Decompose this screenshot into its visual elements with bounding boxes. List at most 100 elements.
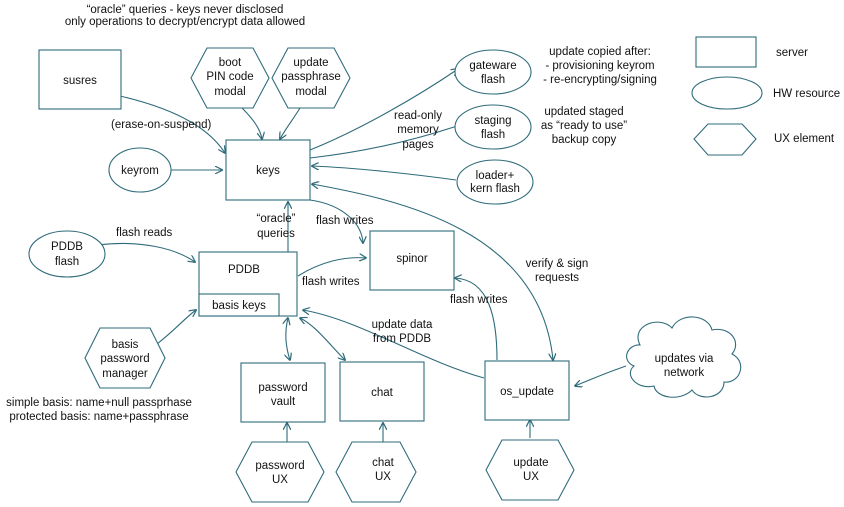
svg-text:keys: keys — [256, 165, 280, 177]
svg-text:manager: manager — [102, 368, 148, 380]
node-gateware-flash: gateware flash — [454, 49, 532, 95]
legend-hw-resource: HW resource — [691, 76, 840, 110]
edge-network-osupdate — [575, 365, 627, 386]
edge-osupdate-pddb — [303, 310, 485, 379]
svg-text:update: update — [513, 457, 548, 469]
svg-text:update: update — [293, 57, 328, 69]
top-note: “oracle” queries - keys never disclosed … — [65, 4, 305, 28]
svg-text:UX: UX — [523, 471, 539, 483]
node-chat: chat — [339, 361, 425, 422]
staging-note: updated staged as “ready to use” backup … — [541, 106, 627, 146]
edge-basismgr-pddb — [156, 310, 196, 345]
node-os-update: os_update — [484, 360, 570, 421]
verify-label: verify & sign requests — [526, 258, 589, 284]
node-basis-keys: basis keys — [198, 293, 280, 317]
svg-text:verify & sign: verify & sign — [526, 258, 589, 270]
node-susres: susres — [38, 49, 122, 110]
svg-text:only operations to decrypt/enc: only operations to decrypt/encrypt data … — [65, 16, 305, 28]
oracle-label: “oracle” queries — [257, 213, 296, 240]
svg-text:password: password — [100, 353, 149, 365]
svg-text:“oracle”: “oracle” — [257, 213, 296, 225]
svg-text:updated staged: updated staged — [544, 106, 623, 118]
flash-writes-pddb-label: flash writes — [302, 276, 360, 288]
svg-text:update data: update data — [372, 319, 433, 331]
node-update-ux: update UX — [485, 439, 575, 501]
legend-ux-element: UX element — [693, 123, 835, 156]
node-boot-pin-modal: boot PIN code modal — [190, 47, 270, 109]
svg-text:simple basis: name+null passpr: simple basis: name+null passprhase — [6, 397, 192, 409]
svg-text:- provisioning keyrom: - provisioning keyrom — [545, 60, 654, 72]
legend: server HW resource UX element — [691, 36, 840, 156]
svg-text:chat: chat — [372, 457, 395, 469]
svg-text:password: password — [258, 382, 307, 394]
svg-text:server: server — [776, 47, 808, 59]
erase-label: (erase-on-suspend) — [111, 119, 212, 131]
node-chat-ux: chat UX — [335, 441, 417, 503]
edge-keys-gateware — [309, 69, 458, 151]
flash-writes-os-label: flash writes — [450, 294, 508, 306]
svg-text:boot: boot — [219, 57, 242, 69]
svg-text:spinor: spinor — [396, 253, 427, 265]
node-update-passphrase-modal: update passphrase modal — [271, 47, 351, 109]
svg-text:protected basis: name+passphra: protected basis: name+passphrase — [9, 411, 188, 423]
edge-keys-staging — [309, 125, 458, 159]
node-pddb-flash: PDDB flash — [28, 230, 106, 278]
svg-text:UX: UX — [272, 474, 288, 486]
svg-text:as “ready to use”: as “ready to use” — [541, 120, 627, 132]
svg-text:flash: flash — [481, 74, 505, 86]
svg-text:UX element: UX element — [774, 133, 835, 145]
node-updates-via-network: updates via network — [626, 316, 742, 398]
svg-text:HW resource: HW resource — [773, 88, 840, 100]
legend-server: server — [695, 36, 808, 68]
svg-text:read-only: read-only — [394, 110, 442, 122]
flash-writes-keys-label: flash writes — [316, 215, 374, 227]
node-basis-password-manager: basis password manager — [84, 327, 166, 389]
svg-text:modal: modal — [214, 86, 245, 98]
gateware-note: update copied after: - provisioning keyr… — [543, 46, 657, 86]
svg-text:- re-encrypting/signing: - re-encrypting/signing — [543, 74, 657, 86]
node-staging-flash: staging flash — [454, 104, 532, 150]
svg-text:network: network — [664, 367, 705, 379]
svg-text:“oracle” queries - keys never: “oracle” queries - keys never disclosed — [87, 4, 284, 16]
edge-bootpin-keys — [241, 107, 262, 139]
node-spinor: spinor — [369, 230, 455, 291]
edges — [97, 69, 627, 442]
edge-keys-spinor — [309, 199, 363, 243]
svg-text:basis: basis — [112, 339, 139, 351]
node-loader-kern-flash: loader+ kern flash — [456, 159, 534, 205]
node-label: susres — [63, 75, 97, 87]
edge-vault-pddb — [286, 318, 290, 360]
svg-text:flash: flash — [55, 256, 79, 268]
edge-pddbflash-pddb — [97, 242, 195, 262]
edge-loader-keys — [312, 166, 457, 181]
edge-osupdate-spinor — [455, 278, 498, 361]
edge-keys-osupdate — [312, 184, 553, 360]
svg-text:PDDB: PDDB — [51, 241, 83, 253]
svg-text:flash: flash — [481, 129, 505, 141]
svg-text:PDDB: PDDB — [228, 264, 260, 276]
svg-text:requests: requests — [535, 272, 579, 284]
svg-text:kern flash: kern flash — [470, 183, 520, 195]
read-only-label: read-only memory pages — [394, 110, 442, 151]
svg-text:passphrase: passphrase — [281, 71, 340, 83]
svg-text:os_update: os_update — [500, 386, 554, 398]
svg-text:queries: queries — [257, 228, 295, 240]
node-keyrom: keyrom — [108, 147, 172, 193]
node-password-ux: password UX — [235, 441, 325, 503]
svg-text:from PDDB: from PDDB — [373, 333, 431, 345]
svg-text:updates via: updates via — [655, 353, 714, 365]
edge-chat-pddb — [300, 318, 345, 360]
basis-note: simple basis: name+null passprhase prote… — [6, 397, 192, 423]
svg-text:keyrom: keyrom — [121, 165, 159, 177]
svg-text:chat: chat — [371, 387, 394, 399]
edge-pddb-spinor — [297, 258, 366, 277]
svg-text:staging: staging — [474, 115, 511, 127]
node-keys: keys — [225, 139, 311, 201]
edge-susres-keys — [119, 95, 225, 153]
svg-text:modal: modal — [295, 86, 326, 98]
edge-updatepass-keys — [280, 107, 301, 139]
update-data-label: update data from PDDB — [372, 319, 433, 345]
svg-text:pages: pages — [402, 139, 434, 151]
svg-text:basis keys: basis keys — [212, 300, 266, 312]
